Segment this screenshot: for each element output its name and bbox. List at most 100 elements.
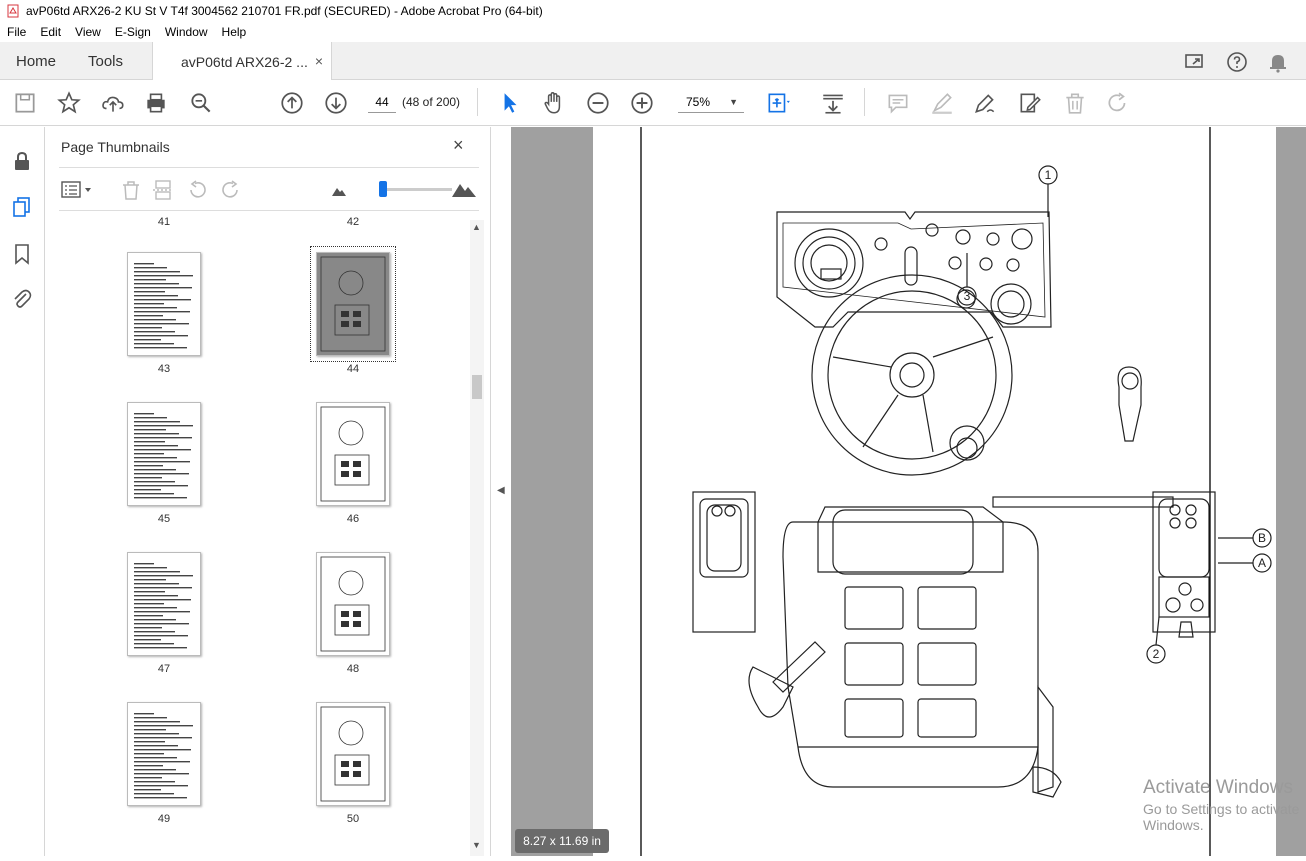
thumbnail-image[interactable] xyxy=(316,702,390,806)
thumbnail-image[interactable] xyxy=(316,552,390,656)
window-title: avP06td ARX26-2 KU St V T4f 3004562 2107… xyxy=(26,4,543,18)
prev-page-icon[interactable] xyxy=(279,90,305,116)
attachment-icon[interactable] xyxy=(10,287,34,311)
thumbnail-page-label: 41 xyxy=(157,216,171,228)
thumbnail-page-label: 50 xyxy=(346,813,360,825)
thumbnail-scrollbar[interactable]: ▲ ▼ xyxy=(470,220,484,856)
toolbar-divider xyxy=(477,88,478,116)
chevron-down-icon: ▼ xyxy=(729,97,738,107)
slider-thumb[interactable] xyxy=(379,181,387,197)
selected-thumbnail-frame xyxy=(310,246,396,362)
toolbar-divider xyxy=(864,88,865,116)
scroll-down-icon[interactable]: ▼ xyxy=(472,840,481,850)
callout-label: 3 xyxy=(964,289,971,303)
panel-toolbar xyxy=(59,167,479,211)
thumbnail-image[interactable] xyxy=(127,402,201,506)
thumbnail-page-label: 44 xyxy=(346,363,360,375)
redo-icon[interactable] xyxy=(1105,90,1131,116)
page-number-input[interactable]: 44 xyxy=(368,91,396,113)
thumbnails-icon[interactable] xyxy=(10,195,34,219)
menu-window[interactable]: Window xyxy=(164,25,208,39)
tab-close-icon[interactable]: × xyxy=(314,53,323,69)
menu-help[interactable]: Help xyxy=(221,25,247,39)
left-rail xyxy=(0,127,45,856)
zoom-search-icon[interactable] xyxy=(188,90,214,116)
select-arrow-icon[interactable] xyxy=(497,90,523,116)
panel-collapse-handle[interactable]: ◀ xyxy=(490,127,511,856)
title-bar: avP06td ARX26-2 KU St V T4f 3004562 2107… xyxy=(0,0,1306,22)
tab-document[interactable]: avP06td ARX26-2 ... × xyxy=(152,42,332,81)
comment-icon[interactable] xyxy=(885,90,911,116)
scroll-mode-icon[interactable] xyxy=(820,90,846,116)
thumbnail-page-label: 47 xyxy=(157,663,171,675)
help-icon[interactable] xyxy=(1225,50,1249,74)
acrobat-icon xyxy=(7,4,19,18)
tab-bar: Home Tools avP06td ARX26-2 ... × xyxy=(0,42,1306,81)
bookmark-icon[interactable] xyxy=(10,242,34,266)
zoom-in-icon[interactable] xyxy=(629,90,655,116)
split-page-icon[interactable] xyxy=(151,178,175,202)
collapse-arrow-icon: ◀ xyxy=(497,485,505,496)
page-size-badge: 8.27 x 11.69 in xyxy=(515,829,609,853)
callout-label: 2 xyxy=(1153,647,1160,661)
pdf-page: 1 3 2 B A xyxy=(593,127,1276,856)
document-viewport[interactable]: 1 3 2 B A xyxy=(511,127,1306,856)
thumbnail-image[interactable] xyxy=(316,402,390,506)
menu-bar: File Edit View E-Sign Window Help xyxy=(0,22,1306,42)
watermark-line2: Go to Settings to activate Windows. xyxy=(1143,801,1300,833)
fit-page-icon[interactable] xyxy=(765,90,791,116)
next-page-icon[interactable] xyxy=(323,90,349,116)
highlight-icon[interactable] xyxy=(929,90,955,116)
page-count: (48 of 200) xyxy=(402,95,461,109)
panel-close-icon[interactable]: × xyxy=(453,135,464,155)
small-mountain-icon xyxy=(332,188,346,196)
callout-label: B xyxy=(1258,531,1266,545)
rotate-left-icon[interactable] xyxy=(185,178,209,202)
watermark-line1: Activate Windows xyxy=(1143,777,1293,798)
hand-icon[interactable] xyxy=(541,90,567,116)
thumbnail-size-slider[interactable] xyxy=(382,188,452,191)
thumbnail-image[interactable] xyxy=(127,552,201,656)
share-screen-icon[interactable] xyxy=(1183,50,1207,74)
thumbnail-image[interactable] xyxy=(127,702,201,806)
thumbnail-page-label: 45 xyxy=(157,513,171,525)
zoom-out-icon[interactable] xyxy=(585,90,611,116)
panel-title: Page Thumbnails xyxy=(61,139,170,155)
menu-edit[interactable]: Edit xyxy=(40,25,62,39)
callout-label: A xyxy=(1258,556,1266,570)
thumbnail-page-label: 43 xyxy=(157,363,171,375)
zoom-value: 75% xyxy=(686,95,711,109)
scroll-up-icon[interactable]: ▲ xyxy=(472,222,481,232)
tab-home[interactable]: Home xyxy=(16,52,57,70)
upload-icon[interactable] xyxy=(100,90,126,116)
options-menu-icon[interactable] xyxy=(61,180,95,200)
rotate-right-icon[interactable] xyxy=(219,178,243,202)
thumbnail-page-label: 46 xyxy=(346,513,360,525)
delete-page-icon[interactable] xyxy=(119,178,143,202)
menu-file[interactable]: File xyxy=(7,25,27,39)
tab-tools[interactable]: Tools xyxy=(88,52,124,70)
operator-cab-diagram: 1 3 2 B A xyxy=(640,127,1272,856)
thumbnail-image[interactable] xyxy=(127,252,201,356)
scroll-thumb[interactable] xyxy=(472,375,482,399)
activation-watermark: Activate Windows Go to Settings to activ… xyxy=(1143,777,1306,833)
bell-icon[interactable] xyxy=(1266,50,1290,74)
callout-label: 1 xyxy=(1045,168,1052,182)
tab-document-label: avP06td ARX26-2 ... xyxy=(181,53,308,70)
zoom-select[interactable]: 75% ▼ xyxy=(678,91,744,113)
sign-icon[interactable] xyxy=(972,90,998,116)
edit-pdf-icon[interactable] xyxy=(1017,90,1043,116)
print-icon[interactable] xyxy=(143,90,169,116)
main-toolbar xyxy=(0,80,1306,126)
star-icon[interactable] xyxy=(56,90,82,116)
menu-esign[interactable]: E-Sign xyxy=(114,25,151,39)
lock-icon[interactable] xyxy=(10,149,34,173)
save-icon[interactable] xyxy=(12,90,38,116)
delete-icon[interactable] xyxy=(1062,90,1088,116)
thumbnail-page-label: 49 xyxy=(157,813,171,825)
menu-view[interactable]: View xyxy=(75,25,101,39)
thumbnail-page-label: 48 xyxy=(346,663,360,675)
thumbnail-image[interactable] xyxy=(316,252,390,356)
